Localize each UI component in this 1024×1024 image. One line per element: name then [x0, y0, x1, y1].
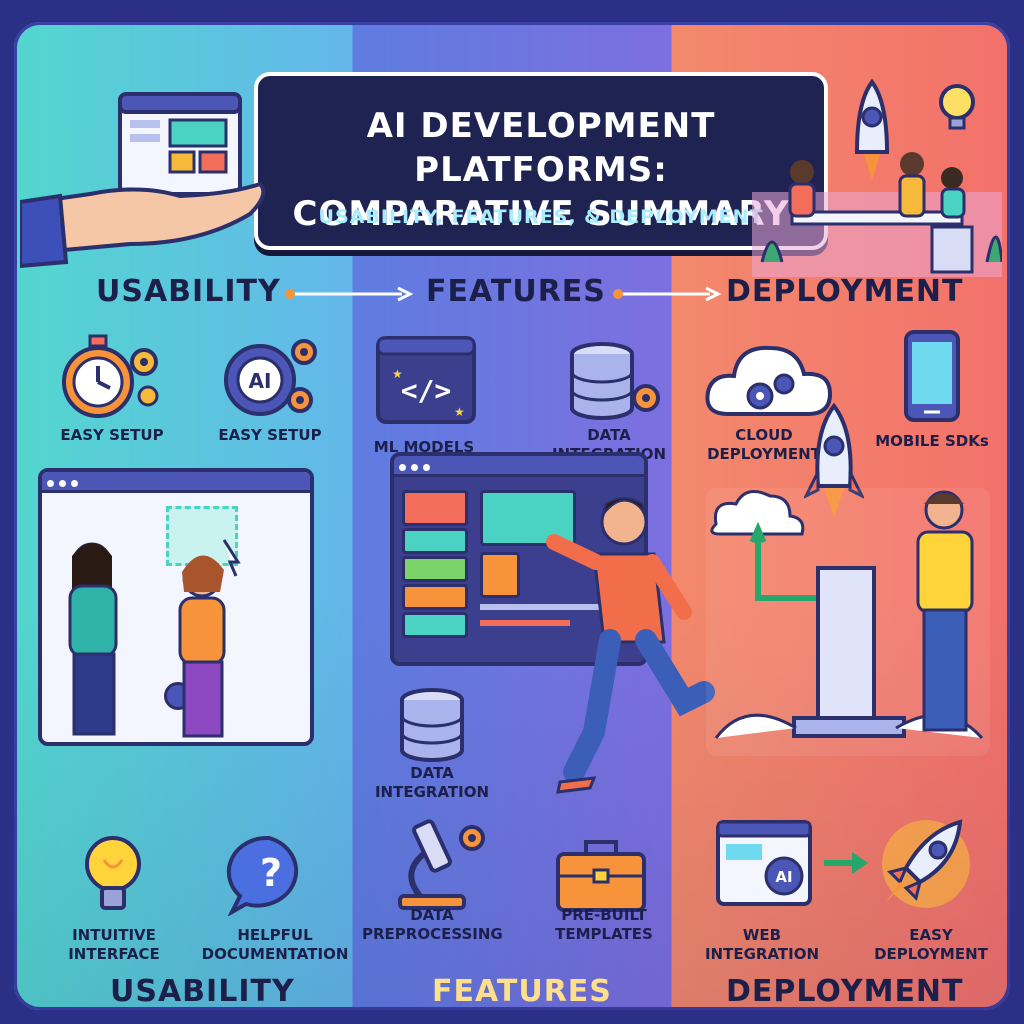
label-mobile-sdks: MOBILE SDKs	[875, 432, 989, 450]
label-ml-models: ML MODELS	[373, 438, 475, 456]
team-scene-icon	[752, 62, 1002, 277]
label-data-preprocessing: DATA PREPROCESSING	[362, 906, 503, 943]
mobile-phone-icon	[902, 328, 962, 424]
svg-text:★: ★	[392, 367, 403, 381]
features-heading: FEATURES	[426, 274, 606, 309]
cloud-icon	[704, 334, 834, 424]
label-data-integration-bottom: DATA INTEGRATION	[374, 764, 490, 801]
svg-text:AI: AI	[249, 369, 272, 393]
hand-with-browser-icon	[20, 84, 270, 284]
svg-text:AI: AI	[775, 868, 792, 886]
label-pre-built-templates: PRE-BUILT TEMPLATES	[555, 906, 653, 943]
label-cloud-deployment: CLOUD DEPLOYMENT	[707, 426, 821, 463]
launch-tower-icon	[710, 490, 984, 740]
svg-text:★: ★	[454, 405, 465, 419]
deployment-heading: DEPLOYMENT	[726, 274, 964, 309]
database-icon	[562, 340, 662, 424]
developer-illustration-icon	[534, 482, 724, 802]
label-easy-deployment: EASY DEPLOYMENT	[874, 926, 988, 963]
label-easy-setup-1: EASY SETUP	[60, 426, 164, 444]
label-web-integration: WEB INTEGRATION	[704, 926, 820, 963]
database-icon	[392, 686, 472, 766]
question-bubble-icon: ?	[224, 832, 314, 916]
title-line-1: AI DEVELOPMENT PLATFORMS:	[366, 106, 716, 190]
title-box: AI DEVELOPMENT PLATFORMS: COMPARATIVE SU…	[254, 72, 828, 250]
ai-gear-icon: AI	[214, 334, 324, 426]
label-intuitive-interface: INTUITIVE INTERFACE	[68, 926, 160, 963]
arrow-right-icon	[612, 284, 722, 304]
label-easy-setup-2: EASY SETUP	[218, 426, 322, 444]
label-helpful-documentation: HELPFUL DOCUMENTATION	[201, 926, 349, 963]
deployment-footer: DEPLOYMENT	[726, 974, 964, 1009]
microscope-icon	[380, 812, 490, 912]
arrow-right-icon	[822, 848, 872, 878]
usability-footer: USABILITY	[110, 974, 295, 1009]
stopwatch-icon	[56, 332, 166, 422]
rocket-icon	[876, 812, 976, 912]
arrow-right-icon	[284, 284, 414, 304]
usability-ui-panel	[38, 468, 314, 746]
subtitle: USABILITY, FEATURES, & DEPLOYMENT	[318, 206, 764, 228]
svg-text:?: ?	[260, 851, 282, 895]
web-window-icon: AI	[714, 818, 814, 908]
users-illustration-icon	[68, 539, 241, 738]
lightbulb-icon	[78, 830, 148, 916]
infographic-frame: AI DEVELOPMENT PLATFORMS: COMPARATIVE SU…	[14, 22, 1010, 1010]
svg-text:</>: </>	[401, 374, 452, 407]
title-line-2: COMPARATIVE SUMMARY	[292, 194, 790, 234]
toolbox-icon	[552, 834, 652, 914]
code-window-icon: </> ★ ★	[374, 334, 478, 426]
features-footer: FEATURES	[432, 974, 612, 1009]
deployment-scene	[706, 488, 990, 756]
usability-heading: USABILITY	[96, 274, 281, 309]
rocket-icon	[804, 402, 864, 522]
